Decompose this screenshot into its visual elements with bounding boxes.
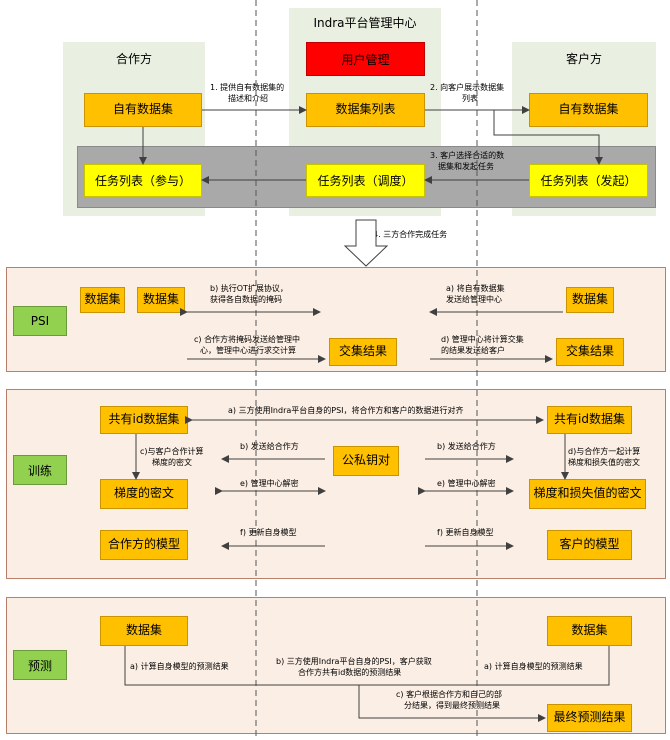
- note-1: 1. 提供自有数据集的描述和介绍: [210, 83, 285, 103]
- task-list-center: 任务列表（调度）: [306, 164, 425, 197]
- predict-step-a-left: a) 计算自身模型的预测结果: [130, 662, 229, 671]
- train-model-customer: 客户的模型: [547, 530, 632, 560]
- psi-customer-dataset: 数据集: [566, 287, 614, 313]
- predict-step-a-right: a) 计算自身模型的预测结果: [484, 662, 583, 671]
- train-label: 训练: [13, 455, 67, 485]
- psi-step-b: b) 执行OT扩展协议，获得各自数据的掩码: [210, 284, 288, 304]
- train-grad-partner: 梯度的密文: [100, 479, 188, 509]
- partner-title: 合作方: [115, 52, 152, 66]
- train-step-c: c)与客户合作计算梯度的密文: [140, 447, 204, 467]
- customer-title: 客户方: [565, 52, 602, 66]
- partner-dataset-box: 自有数据集: [84, 93, 202, 127]
- psi-step-d: d) 管理中心将计算交集的结果发送给客户: [441, 335, 524, 355]
- psi-partner-dataset-2: 数据集: [137, 287, 185, 313]
- train-shared-customer: 共有id数据集: [547, 406, 632, 434]
- psi-intersection-center: 交集结果: [329, 338, 397, 366]
- predict-arrow-partner: [124, 646, 610, 686]
- train-keypair: 公私钥对: [333, 446, 399, 476]
- predict-partner-dataset: 数据集: [100, 616, 188, 646]
- psi-step-a: a) 将自有数据集发送给管理中心: [446, 284, 505, 304]
- train-step-e-right: e) 管理中心解密: [437, 479, 496, 488]
- psi-intersection-customer: 交集结果: [556, 338, 624, 366]
- task-list-partner: 任务列表（参与）: [84, 164, 202, 197]
- big-down-arrow: [343, 219, 389, 267]
- psi-label: PSI: [13, 306, 67, 336]
- psi-step-c: c) 合作方将掩码发送给管理中心，管理中心进行求交计算: [194, 335, 301, 355]
- predict-customer-dataset: 数据集: [547, 616, 632, 646]
- user-management-box: 用户管理: [306, 42, 425, 76]
- train-grad-customer: 梯度和损失值的密文: [529, 479, 646, 509]
- predict-final-result: 最终预测结果: [547, 704, 632, 732]
- note-4: 4. 三方合作完成任务: [373, 230, 448, 239]
- customer-dataset-box: 自有数据集: [529, 93, 648, 127]
- dataset-list-box: 数据集列表: [306, 93, 425, 127]
- note-3: 3. 客户选择合适的数据集和发起任务: [430, 151, 505, 171]
- train-step-d: d)与合作方一起计算梯度和损失值的密文: [568, 447, 641, 467]
- arrow-3: [493, 110, 603, 165]
- predict-arrow-final: [358, 685, 546, 722]
- task-list-customer: 任务列表（发起）: [529, 164, 648, 197]
- center-title: Indra平台管理中心: [313, 16, 417, 30]
- train-step-b-right: b) 发送给合作方: [437, 442, 496, 451]
- train-step-f-right: f) 更新自身模型: [437, 528, 494, 537]
- psi-partner-dataset-1: 数据集: [80, 287, 125, 313]
- note-2: 2. 向客户展示数据集列表: [430, 83, 505, 103]
- train-step-e-left: e) 管理中心解密: [240, 479, 299, 488]
- train-model-partner: 合作方的模型: [100, 530, 188, 560]
- train-step-a: a) 三方使用Indra平台自身的PSI，将合作方和客户的数据进行对齐: [228, 406, 464, 415]
- predict-step-b: b) 三方使用Indra平台自身的PSI，客户获取合作方共有id数据的预测结果: [276, 657, 432, 677]
- train-step-f-left: f) 更新自身模型: [240, 528, 297, 537]
- train-step-b-left: b) 发送给合作方: [240, 442, 299, 451]
- predict-label: 预测: [13, 650, 67, 680]
- predict-step-c: c) 客户根据合作方和自己的部分结果，得到最终预测结果: [396, 690, 503, 710]
